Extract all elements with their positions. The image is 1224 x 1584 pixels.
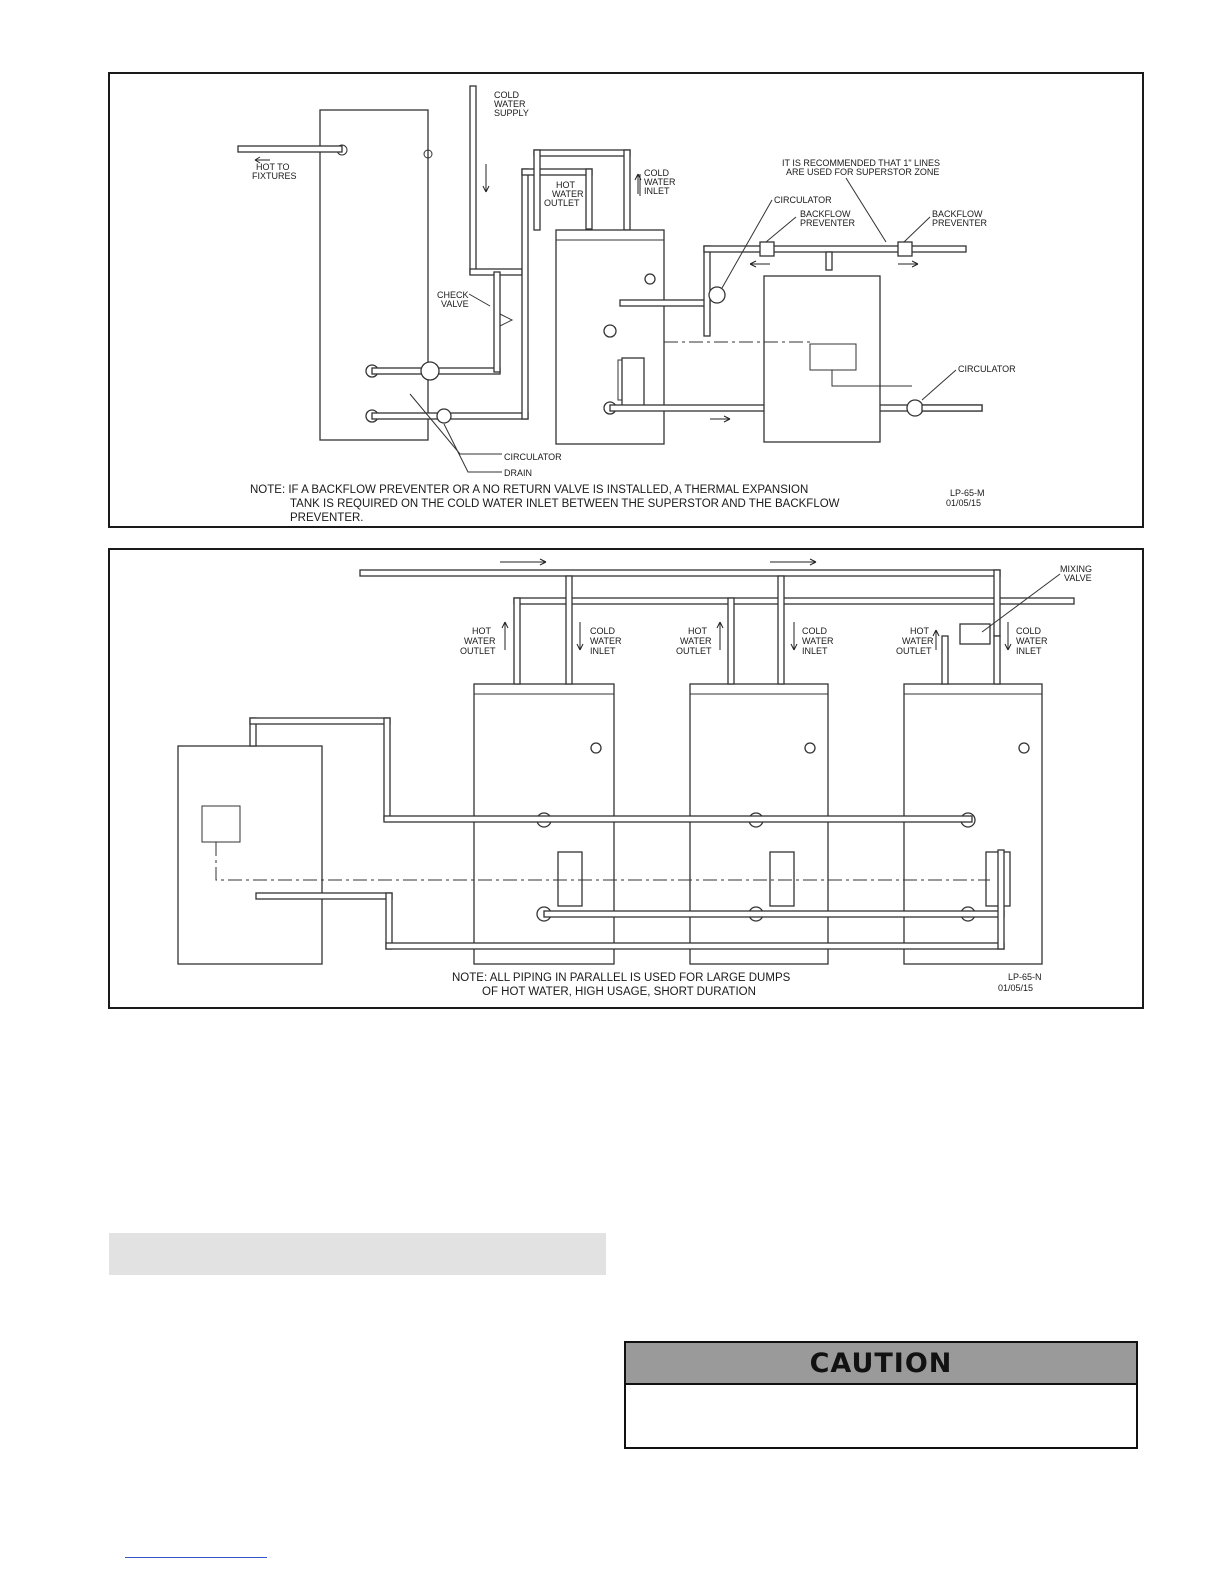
- piping-diagram-lp65n-svg: MIXING VALVE HOT WATER OUTLET COLD WATER…: [177, 558, 1092, 998]
- svg-text:WATER: WATER: [802, 636, 834, 646]
- label-cold-water-inlet-3: COLD WATER INLET: [1016, 626, 1048, 656]
- svg-text:BACKFLOW: BACKFLOW: [800, 209, 851, 219]
- piping-diagram-single-tank: COLD WATER SUPPLY HOT TO FIXTURES COLD W…: [108, 72, 1144, 528]
- label-drain: DRAIN: [504, 468, 532, 478]
- cold-water-header: [359, 569, 1001, 577]
- svg-text:OUTLET: OUTLET: [544, 198, 580, 208]
- label-backflow-right: BACKFLOW PREVENTER: [932, 209, 988, 228]
- figure1-drawing-id: LP-65-M: [950, 488, 985, 498]
- label-hot-to-fixtures: HOT TO FIXTURES: [252, 162, 297, 181]
- svg-text:MIXING: MIXING: [1060, 564, 1092, 574]
- label-check-valve: CHECK VALVE: [437, 290, 469, 309]
- svg-text:OF HOT WATER, HIGH USAGE, SHOR: OF HOT WATER, HIGH USAGE, SHORT DURATION: [482, 986, 756, 998]
- label-mixing-valve: MIXING VALVE: [1060, 564, 1092, 583]
- boiler: [763, 275, 881, 443]
- circulator-right-symbol: [906, 399, 924, 417]
- svg-text:WATER: WATER: [644, 177, 676, 187]
- circulator-top-symbol: [708, 286, 726, 304]
- footer-link[interactable]: [125, 1557, 267, 1558]
- piping-diagram-lp65m-svg: COLD WATER SUPPLY HOT TO FIXTURES COLD W…: [237, 85, 1016, 524]
- svg-text:OUTLET: OUTLET: [676, 646, 712, 656]
- svg-text:NOTE: IF A BACKFLOW PREVENTER: NOTE: IF A BACKFLOW PREVENTER OR A NO RE…: [250, 484, 808, 496]
- boiler: [177, 745, 323, 965]
- svg-text:SUPPLY: SUPPLY: [494, 108, 529, 118]
- caution-title: CAUTION: [809, 1347, 953, 1379]
- drain-valve-symbol: [436, 408, 452, 424]
- label-cold-water-supply: COLD WATER SUPPLY: [494, 90, 529, 118]
- storage-tank-left: [319, 109, 429, 441]
- svg-text:PREVENTER: PREVENTER: [932, 218, 988, 228]
- svg-text:HOT TO: HOT TO: [256, 162, 290, 172]
- cold-water-supply-pipe: [469, 85, 477, 275]
- superstor-zone-supply: [703, 245, 967, 253]
- svg-text:WATER: WATER: [494, 99, 526, 109]
- svg-text:INLET: INLET: [1016, 646, 1042, 656]
- svg-text:INLET: INLET: [802, 646, 828, 656]
- backflow-preventer-left: [759, 241, 775, 257]
- label-circulator-top: CIRCULATOR: [774, 195, 832, 205]
- figure2-note: NOTE: ALL PIPING IN PARALLEL IS USED FOR…: [452, 972, 791, 998]
- boiler-control-box: [809, 343, 857, 371]
- piping-diagram-parallel-tanks: MIXING VALVE HOT WATER OUTLET COLD WATER…: [108, 548, 1144, 1009]
- check-valve-symbol: [499, 313, 514, 327]
- figure2-drawing-id: LP-65-N: [1008, 972, 1042, 982]
- svg-text:IT IS RECOMMENDED THAT 1" LINE: IT IS RECOMMENDED THAT 1" LINES: [782, 158, 940, 168]
- svg-text:WATER: WATER: [1016, 636, 1048, 646]
- svg-text:COLD: COLD: [494, 90, 520, 100]
- svg-text:WATER: WATER: [552, 189, 584, 199]
- svg-text:VALVE: VALVE: [441, 299, 469, 309]
- svg-text:COLD: COLD: [644, 168, 670, 178]
- label-backflow-left: BACKFLOW PREVENTER: [800, 209, 856, 228]
- label-hot-water-outlet-2: HOT WATER OUTLET: [676, 626, 712, 656]
- svg-text:OUTLET: OUTLET: [896, 646, 932, 656]
- svg-text:HOT: HOT: [688, 626, 708, 636]
- svg-text:TANK IS REQUIRED ON THE COLD W: TANK IS REQUIRED ON THE COLD WATER INLET…: [290, 498, 840, 510]
- svg-text:INLET: INLET: [590, 646, 616, 656]
- caution-header: CAUTION: [626, 1343, 1136, 1385]
- svg-text:FIXTURES: FIXTURES: [252, 171, 297, 181]
- svg-text:HOT: HOT: [910, 626, 930, 636]
- svg-text:OUTLET: OUTLET: [460, 646, 496, 656]
- svg-text:HOT: HOT: [472, 626, 492, 636]
- caution-box: CAUTION: [624, 1341, 1138, 1449]
- svg-text:COLD: COLD: [590, 626, 616, 636]
- mixing-valve-symbol: [959, 623, 991, 645]
- label-recommendation: IT IS RECOMMENDED THAT 1" LINES ARE USED…: [782, 158, 940, 177]
- label-hot-water-outlet: HOT WATER OUTLET: [544, 180, 584, 208]
- label-cold-water-inlet-1: COLD WATER INLET: [590, 626, 622, 656]
- svg-text:PREVENTER: PREVENTER: [800, 218, 856, 228]
- label-circulator-right: CIRCULATOR: [958, 364, 1016, 374]
- svg-text:INLET: INLET: [644, 186, 670, 196]
- backflow-preventer-right: [897, 241, 913, 257]
- label-hot-water-outlet-3: HOT WATER OUTLET: [896, 626, 934, 656]
- figure1-drawing-date: 01/05/15: [946, 498, 981, 508]
- svg-text:COLD: COLD: [802, 626, 828, 636]
- boiler-supply-header: [383, 815, 973, 823]
- svg-text:COLD: COLD: [1016, 626, 1042, 636]
- boiler-return-header: [385, 942, 1005, 950]
- figure1-note: NOTE: IF A BACKFLOW PREVENTER OR A NO RE…: [250, 484, 840, 524]
- svg-text:WATER: WATER: [590, 636, 622, 646]
- svg-text:BACKFLOW: BACKFLOW: [932, 209, 983, 219]
- svg-text:WATER: WATER: [902, 636, 934, 646]
- label-hot-water-outlet-1: HOT WATER OUTLET: [460, 626, 496, 656]
- svg-text:VALVE: VALVE: [1064, 573, 1092, 583]
- svg-text:NOTE: ALL PIPING IN PARALLEL I: NOTE: ALL PIPING IN PARALLEL IS USED FOR…: [452, 972, 791, 984]
- label-cold-water-inlet: COLD WATER INLET: [644, 168, 676, 196]
- svg-text:HOT: HOT: [556, 180, 576, 190]
- circulator-left-symbol: [420, 361, 440, 381]
- boiler-control-box: [201, 805, 241, 843]
- svg-text:PREVENTER.: PREVENTER.: [290, 512, 364, 524]
- label-circulator-bottom: CIRCULATOR: [504, 452, 562, 462]
- figure2-drawing-date: 01/05/15: [998, 983, 1033, 993]
- svg-text:CHECK: CHECK: [437, 290, 469, 300]
- hot-to-fixtures-pipe: [237, 145, 343, 153]
- svg-text:ARE USED FOR SUPERSTOR ZONE: ARE USED FOR SUPERSTOR ZONE: [786, 167, 939, 177]
- hot-water-header: [513, 597, 1075, 605]
- label-cold-water-inlet-2: COLD WATER INLET: [802, 626, 834, 656]
- section-heading-bar: [109, 1233, 606, 1275]
- svg-text:WATER: WATER: [464, 636, 496, 646]
- svg-text:WATER: WATER: [680, 636, 712, 646]
